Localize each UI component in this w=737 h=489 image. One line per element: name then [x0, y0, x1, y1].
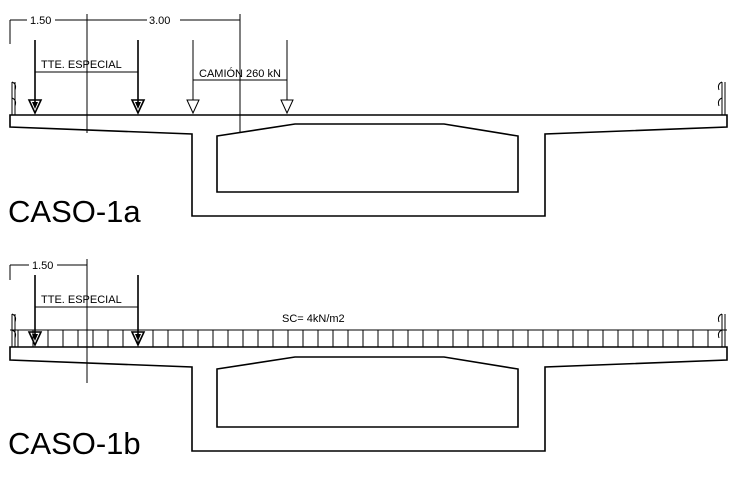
case-1b-deck-outline — [9, 346, 728, 452]
case-1a-left-railing — [11, 81, 17, 115]
case-1a-truck-load — [186, 40, 294, 115]
case-1a-dim-2-label: 3.00 — [149, 15, 170, 27]
case-1b-special-load-label: TTE. ESPECIAL — [41, 294, 122, 306]
case-1b-right-railing — [717, 313, 726, 347]
case-1a-deck-outline — [9, 114, 728, 217]
case-1b-surface-load-band — [10, 329, 727, 347]
case-1a-inner-cell — [216, 123, 519, 193]
case-1b-dimension-line — [9, 258, 88, 383]
case-1a-special-load-label: TTE. ESPECIAL — [41, 59, 122, 71]
case-1b-title: CASO-1b — [8, 426, 141, 461]
case-1a-truck-load-label: CAMIÓN 260 kN — [199, 67, 281, 80]
case-1b-special-load — [27, 275, 146, 347]
case-1b-inner-cell — [216, 356, 519, 428]
case-1b-dim-1-label: 1.50 — [32, 260, 53, 272]
case-1a-section: 1.50 3.00 TTE. ESPECIAL CAMIÓN 260 kN CA… — [8, 13, 728, 229]
case-1a-dim-1-label: 1.50 — [30, 15, 51, 27]
case-1a-right-railing — [717, 81, 726, 115]
case-1b-left-railing — [11, 313, 17, 347]
case-1b-section: 1.50 TTE. ESPECIAL SC= 4kN/m2 CASO-1b — [8, 258, 728, 461]
case-1a-special-load — [27, 40, 146, 115]
case-1a-title: CASO-1a — [8, 194, 141, 229]
case-1a-dimension-line — [9, 13, 241, 133]
case-1b-surface-load-label: SC= 4kN/m2 — [282, 313, 345, 325]
